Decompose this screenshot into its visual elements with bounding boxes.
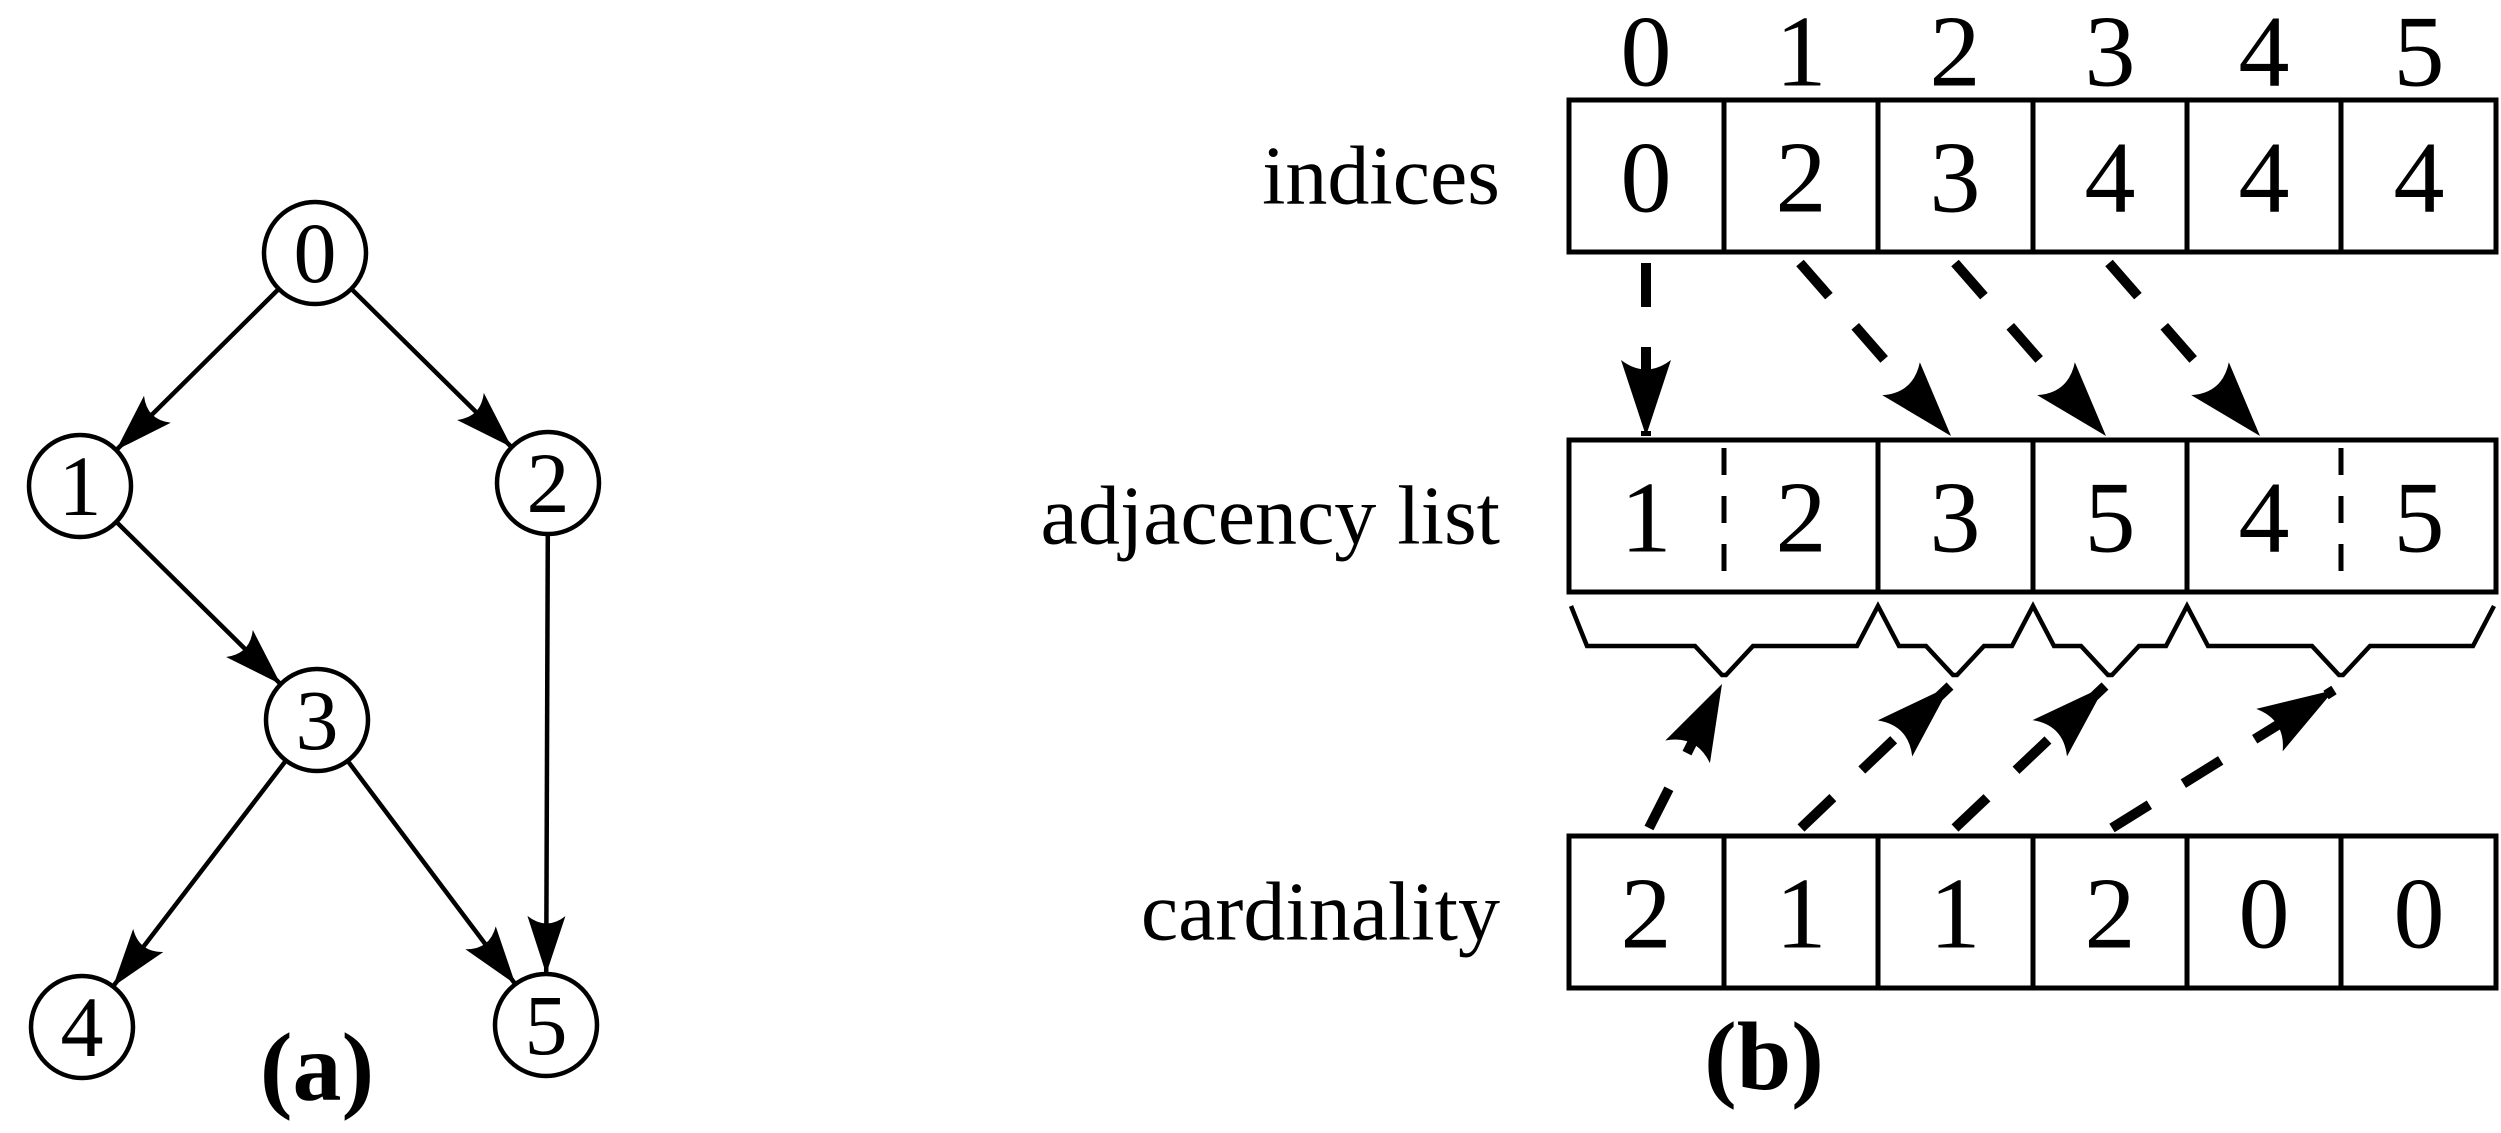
column-header: 4 xyxy=(2239,0,2290,109)
index-pointer-arrows xyxy=(1621,259,2264,440)
node-0-label: 0 xyxy=(294,205,337,301)
graph-node-1: 1 xyxy=(26,432,134,540)
adjacency-list-row-label: adjacency list xyxy=(1041,470,1500,563)
edge-3-to-4 xyxy=(111,759,288,988)
cardinality-arrow-0-to-group-0 xyxy=(1644,681,1727,831)
indices-cell: 3 xyxy=(1930,122,1981,235)
graph-node-2: 2 xyxy=(494,429,602,537)
index-arrow-2-to-pos-3 xyxy=(1951,259,2110,440)
node-4-label: 4 xyxy=(61,979,104,1075)
adjacency-group-underbraces xyxy=(1568,601,2496,678)
node-4-circle xyxy=(28,973,136,1081)
cardinality-row: cardinality 2 1 1 2 0 0 xyxy=(1141,833,2499,991)
cardinality-cell: 0 xyxy=(2239,858,2290,971)
node-3-circle xyxy=(263,666,371,774)
edge-0-to-2 xyxy=(349,287,514,449)
cardinality-arrow-3-to-group-3 xyxy=(2109,685,2337,833)
node-2-circle xyxy=(494,429,602,537)
edge-3-to-5 xyxy=(345,759,518,986)
adjacency-cell: 1 xyxy=(1621,462,1672,575)
array-panel: 0 1 2 3 4 5 indices 0 2 3 4 4 4 xyxy=(1041,0,2499,1111)
graph-node-0: 0 xyxy=(261,199,369,307)
index-arrow-1-to-pos-2 xyxy=(1796,259,1955,440)
cardinality-cell: 1 xyxy=(1930,858,1981,971)
graph-node-5: 5 xyxy=(492,971,600,1079)
cardinality-cell: 0 xyxy=(2394,858,2445,971)
index-arrow-3-to-pos-4 xyxy=(2105,259,2264,440)
adjacency-cell: 5 xyxy=(2085,462,2136,575)
node-2-label: 2 xyxy=(527,435,570,531)
indices-cell: 0 xyxy=(1621,122,1672,235)
indices-cell: 4 xyxy=(2239,122,2290,235)
graph-node-3: 3 xyxy=(263,666,371,774)
adjacency-list-row: adjacency list 1 2 3 5 4 5 xyxy=(1041,437,2499,595)
node-5-label: 5 xyxy=(525,977,568,1073)
graph-node-4: 4 xyxy=(28,973,136,1081)
column-header: 5 xyxy=(2394,0,2445,109)
edge-2-to-5 xyxy=(527,533,566,975)
adjacency-cell: 3 xyxy=(1930,462,1981,575)
cardinality-cell: 2 xyxy=(2085,858,2136,971)
node-1-label: 1 xyxy=(59,438,102,534)
adjacency-cell: 5 xyxy=(2394,462,2445,575)
column-header: 2 xyxy=(1930,0,1981,109)
node-5-circle xyxy=(492,971,600,1079)
adjacency-cell: 4 xyxy=(2239,462,2290,575)
panel-b-caption: (b) xyxy=(1704,1003,1824,1111)
cardinality-cell: 1 xyxy=(1776,858,1827,971)
column-header: 3 xyxy=(2085,0,2136,109)
cardinality-row-label: cardinality xyxy=(1141,866,1500,959)
indices-row-label: indices xyxy=(1262,130,1500,223)
column-header: 1 xyxy=(1776,0,1827,109)
indices-cell: 2 xyxy=(1776,122,1827,235)
cardinality-cell: 2 xyxy=(1621,858,1672,971)
panel-a-caption: (a) xyxy=(260,1014,374,1122)
indices-cell: 4 xyxy=(2085,122,2136,235)
cardinality-arrow-1-to-group-1 xyxy=(1797,682,1954,832)
edge-1-to-3 xyxy=(114,520,283,686)
node-1-circle xyxy=(26,432,134,540)
edge-0-to-1 xyxy=(114,287,281,452)
graph-edges xyxy=(111,287,566,988)
cardinality-arrow-2-to-group-2 xyxy=(1951,682,2109,832)
column-header: 0 xyxy=(1621,0,1672,109)
cardinality-pointer-arrows xyxy=(1644,681,2337,833)
column-headers: 0 1 2 3 4 5 xyxy=(1621,0,2445,109)
indices-row: indices 0 2 3 4 4 4 xyxy=(1262,97,2499,255)
graph-panel: 0 1 2 3 4 5 (a) xyxy=(26,199,602,1122)
node-0-circle xyxy=(261,199,369,307)
adjacency-cell: 2 xyxy=(1776,462,1827,575)
indices-cell: 4 xyxy=(2394,122,2445,235)
node-3-label: 3 xyxy=(296,672,339,768)
